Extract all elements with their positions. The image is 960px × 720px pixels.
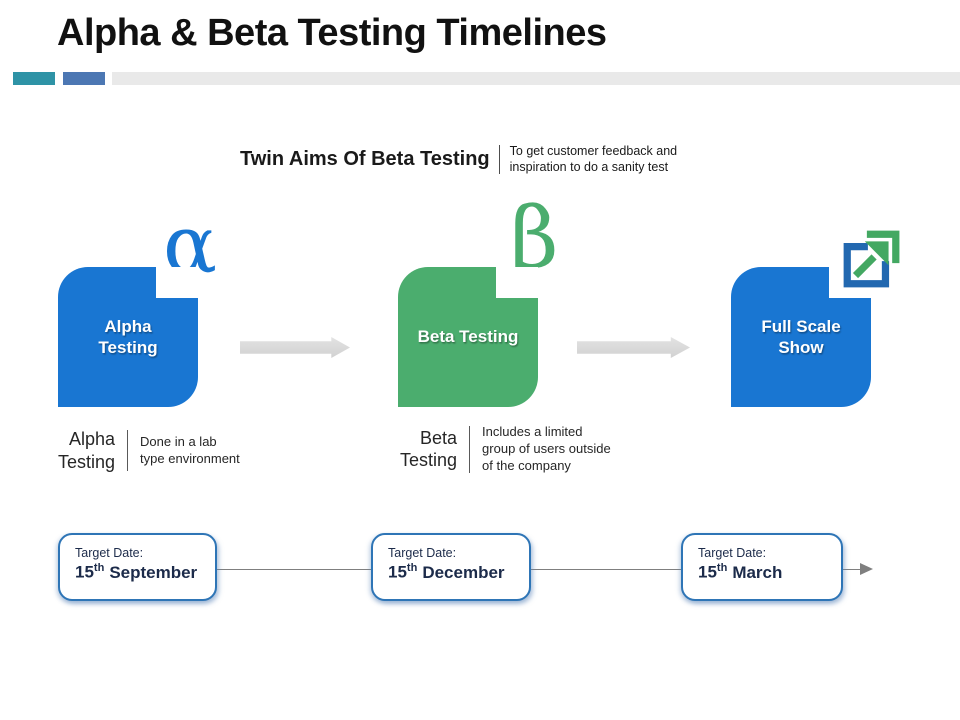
target-date-label: Target Date: — [698, 546, 767, 560]
accent-bar-steel-blue — [63, 72, 105, 85]
beta-symbol: β — [510, 189, 559, 287]
alpha-note-label: Alpha Testing — [58, 429, 116, 472]
notch — [496, 267, 538, 298]
target-date-value: 15th March — [698, 562, 841, 583]
date-month: March — [732, 562, 783, 582]
date-day: 15 — [698, 562, 717, 582]
alpha-testing-note: Alpha Testing Done in a lab type environ… — [58, 428, 240, 473]
alpha-testing-box-label: Alpha Testing — [98, 316, 158, 357]
date-month: September — [109, 562, 198, 582]
expand-arrow-icon — [843, 230, 900, 288]
flow-arrow-icon — [240, 337, 350, 358]
twin-aims-heading: Twin Aims Of Beta Testing — [240, 147, 490, 170]
date-ordinal: th — [406, 562, 418, 574]
beta-testing-box-label: Beta Testing — [417, 327, 519, 347]
target-date-value: 15th December — [388, 562, 529, 583]
notch — [156, 267, 198, 298]
target-date-box-december: Target Date: 15th December — [371, 533, 531, 601]
accent-bar-gray — [112, 72, 960, 85]
timeline-arrowhead-icon — [860, 563, 873, 575]
beta-testing-box: Beta Testing — [398, 267, 538, 407]
callout-divider — [498, 145, 500, 174]
twin-aims-description: To get customer feedback and inspiration… — [509, 144, 678, 175]
flow-arrow-icon — [577, 337, 690, 358]
target-date-value: 15th September — [75, 562, 215, 583]
full-scale-show-box-label: Full Scale Show — [761, 316, 841, 357]
beta-testing-note: Beta Testing Includes a limited group of… — [400, 424, 611, 475]
target-date-label: Target Date: — [75, 546, 144, 560]
accent-bar-teal — [13, 72, 55, 85]
twin-aims-callout: Twin Aims Of Beta Testing To get custome… — [240, 143, 710, 176]
alpha-testing-box: Alpha Testing — [58, 267, 198, 407]
date-day: 15 — [75, 562, 94, 582]
target-date-box-march: Target Date: 15th March — [681, 533, 843, 601]
page-title: Alpha & Beta Testing Timelines — [57, 12, 607, 54]
date-ordinal: th — [716, 562, 728, 574]
note-divider — [469, 426, 471, 473]
date-ordinal: th — [93, 562, 105, 574]
alpha-note-description: Done in a lab type environment — [140, 433, 240, 466]
target-date-label: Target Date: — [388, 546, 457, 560]
beta-note-label: Beta Testing — [400, 427, 458, 471]
beta-note-description: Includes a limited group of users outsid… — [482, 424, 611, 473]
target-date-box-september: Target Date: 15th September — [58, 533, 217, 601]
date-month: December — [422, 562, 505, 582]
note-divider — [127, 430, 129, 471]
date-day: 15 — [388, 562, 407, 582]
